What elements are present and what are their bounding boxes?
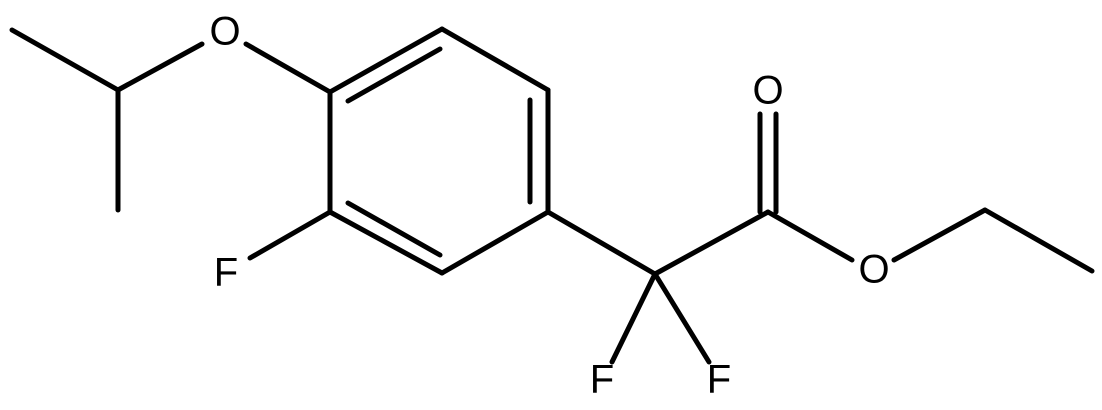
ring-to-cf2-bond (545, 209, 658, 277)
cf2-to-right-fluorine-bond (652, 271, 712, 365)
isopropyl-methyl-left-bond (9, 27, 121, 93)
ethyl-terminal-bond (982, 207, 1095, 274)
ring-inner-bond-top (345, 46, 443, 104)
oxygen-to-ring-bond (243, 41, 333, 95)
isopropyl-to-oxygen-bond (115, 41, 205, 93)
ring-bond-top-right (439, 26, 551, 93)
ring-inner-bond-bottom (345, 200, 443, 258)
carbonyl-to-ester-oxygen-bond (765, 209, 855, 263)
ether-oxygen-label: O (209, 10, 240, 54)
ring-bond-bottom-right (439, 209, 551, 276)
ring-bond-bottom-left (327, 209, 445, 276)
cf2-to-carbonyl-bond (652, 209, 771, 277)
left-difluoro-label: F (590, 358, 614, 402)
ester-oxygen-label: O (858, 248, 889, 292)
right-difluoro-label: F (707, 358, 731, 402)
cf2-to-left-fluorine-bond (609, 271, 658, 365)
ester-oxygen-to-ethyl-bond (891, 207, 988, 263)
aromatic-fluorine-label: F (214, 251, 238, 295)
carbonyl-oxygen-label: O (752, 69, 783, 113)
ring-to-fluorine-bond (247, 209, 333, 261)
ring-bond-top-left (327, 26, 445, 95)
